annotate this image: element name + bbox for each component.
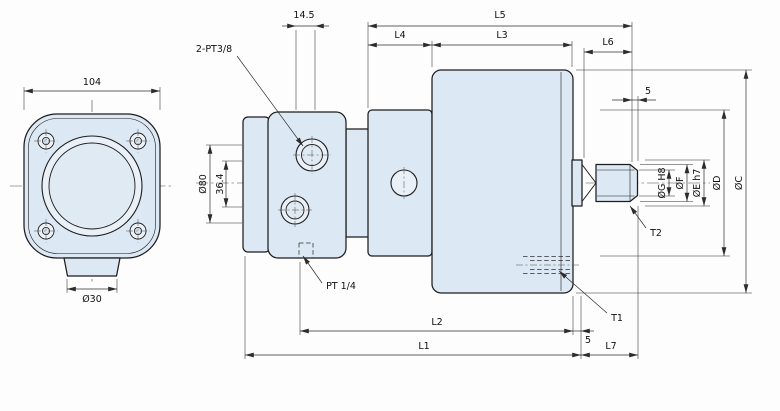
front-flange-inner-edge (28, 118, 156, 254)
dim-e-label: ØE h7 (692, 169, 703, 198)
dim-l7-label: L7 (605, 341, 616, 352)
dim-f-label: ØF (675, 177, 686, 190)
port-top (293, 136, 331, 174)
bolt-hole-bottom-left (34, 219, 58, 243)
dimension-5-top: 5 (612, 86, 656, 161)
mid-section-port (390, 167, 418, 199)
t1-label: T1 (610, 313, 623, 324)
dimension-f: ØF (640, 164, 693, 202)
dimension-c: ØC (576, 69, 752, 294)
dim-shaft-label: Ø30 (82, 294, 102, 305)
dimension-shaft-diameter: Ø30 (66, 279, 118, 305)
bolt-hole-top-left (34, 129, 58, 153)
dimension-14-5: 14.5 (282, 10, 329, 110)
main-body (431, 69, 574, 294)
drain-port-hidden-lines (298, 242, 314, 258)
front-shaft-boss (63, 257, 121, 277)
dimension-l6: L6 (583, 37, 632, 158)
dimension-l7: L7 (581, 341, 638, 358)
dimension-l1: L1 (244, 206, 639, 359)
dim-offset-top-label: 14.5 (293, 10, 314, 21)
dim-l5-label: L5 (494, 10, 505, 21)
dim-width-label: 104 (83, 77, 101, 88)
drain-label: PT 1/4 (326, 281, 356, 292)
port-block (267, 111, 347, 259)
dim-c-label: ØC (734, 176, 745, 190)
dim-l3-label: L3 (496, 30, 507, 41)
port-bottom (278, 193, 312, 227)
t2-label: T2 (649, 228, 662, 239)
dimension-pilot-diameter: Ø80 (198, 144, 242, 224)
callout-t1: T1 (558, 270, 623, 324)
dim-pilot-label: Ø80 (198, 174, 209, 194)
dim-chamfer-top-label: 5 (645, 86, 651, 97)
dimension-l4: L4 (368, 30, 433, 67)
front-view: 104 Ø30 (10, 77, 174, 305)
dimension-g: ØG H8 (639, 167, 675, 199)
front-bore-inner-circle (48, 142, 136, 230)
dimension-104: 104 (23, 77, 161, 110)
front-flange-plate (242, 116, 271, 253)
dimension-l2: L2 (299, 262, 574, 335)
dimension-d: ØD (600, 109, 730, 257)
callout-t2: T2 (629, 205, 662, 239)
callout-drain: PT 1/4 (302, 255, 356, 292)
callout-ports: 2-PT3/8 (196, 44, 304, 147)
bolt-hole-bottom-right (126, 219, 150, 243)
dimension-l3: L3 (432, 30, 573, 67)
dimension-e: ØE h7 (645, 159, 710, 207)
dim-l4-label: L4 (394, 30, 405, 41)
shaft-cone (581, 164, 597, 202)
ports-label: 2-PT3/8 (196, 44, 232, 55)
bolt-hole-top-right (126, 129, 150, 153)
dimension-port-spacing: 36.4 (215, 160, 242, 208)
shaft-shoulder (571, 159, 583, 207)
dim-l6-label: L6 (602, 37, 613, 48)
tapped-hole-hidden-lines (516, 256, 580, 274)
dim-port-spacing-label: 36.4 (215, 173, 226, 194)
dimension-l5: L5 (367, 10, 633, 162)
dim-l2-label: L2 (431, 317, 442, 328)
dim-g-label: ØG H8 (657, 167, 668, 198)
shaft-thread (595, 163, 639, 203)
dim-l1-label: L1 (418, 341, 429, 352)
dimension-5-bottom: 5 (573, 296, 594, 359)
side-view: 14.5 L5 L4 L3 L6 5 (196, 10, 752, 359)
neck-section (345, 128, 371, 238)
dim-offset-bottom-label: 5 (585, 335, 591, 346)
dim-d-label: ØD (712, 176, 723, 191)
